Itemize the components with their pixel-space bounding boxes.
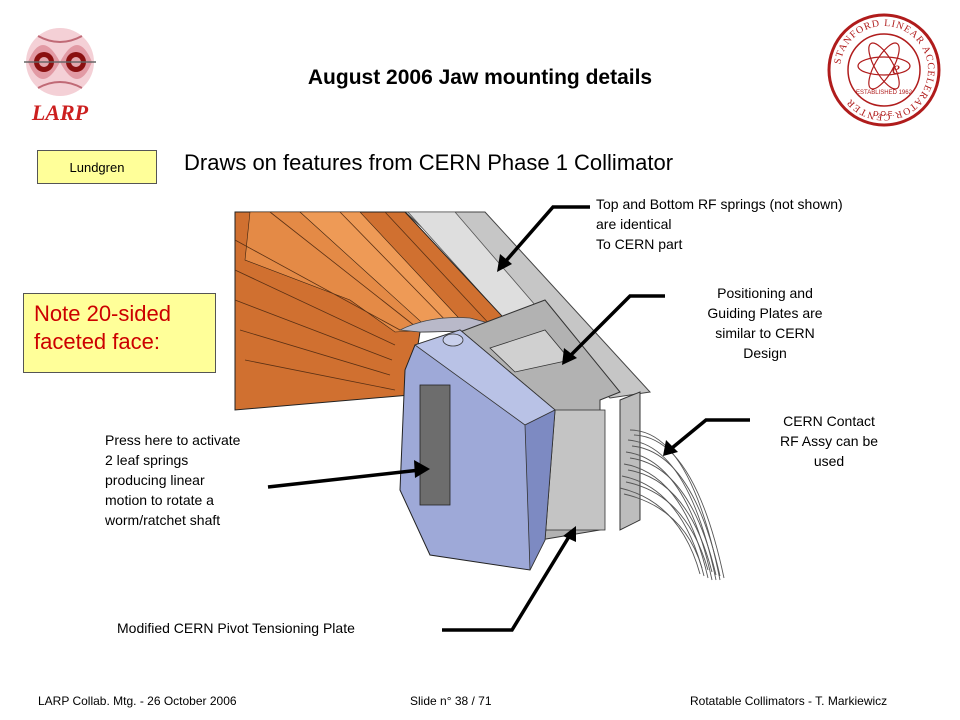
callout-contact-rf: CERN Contact RF Assy can be used [755,411,903,471]
callout-line: used [813,453,845,469]
callout-line: Top and Bottom RF springs (not shown) [596,196,843,212]
callout-line: worm/ratchet shaft [105,512,221,528]
arrow-head-icon [663,440,678,456]
slac-seal-icon: STANFORD LINEAR ACCELERATOR CENTER e EST… [827,13,941,127]
callout-leader-lines [267,205,750,632]
rf-contact-fingers [619,429,725,581]
note-box: Note 20-sided faceted face: [23,293,216,373]
arrow-head-icon [414,460,430,478]
callout-guide-plates: Positioning and Guiding Plates are simil… [680,283,850,363]
callout-line: Positioning and [717,285,813,301]
svg-text:ESTABLISHED 1962: ESTABLISHED 1962 [856,90,913,96]
svg-text:e: e [892,58,900,78]
note-line-2: faceted face: [34,329,160,354]
footer-author: Rotatable Collimators - T. Markiewicz [690,694,888,708]
footer-slide-number: Slide n° 38 / 71 [410,694,492,708]
slide-subtitle: Draws on features from CERN Phase 1 Coll… [184,150,674,175]
callout-line: motion to rotate a [105,492,214,508]
larp-emblem-icon [24,28,96,96]
arrow-head-icon [563,526,576,542]
larp-logo-text: LARP [31,100,89,125]
callout-line: 2 leaf springs [105,452,189,468]
callout-rf-springs: Top and Bottom RF springs (not shown) ar… [596,194,946,254]
svg-text:D.O.E.: D.O.E. [873,111,894,118]
callout-line: CERN Contact [783,413,875,429]
note-line-1: Note 20-sided [34,301,171,326]
slide-title: August 2006 Jaw mounting details [307,66,653,89]
callout-line: RF Assy can be [779,433,879,449]
footer-meeting: LARP Collab. Mtg. - 26 October 2006 [38,694,237,708]
callout-line: Guiding Plates are [707,305,823,321]
callout-line: To CERN part [596,236,683,252]
callout-line: similar to CERN [715,325,815,341]
slac-seal: STANFORD LINEAR ACCELERATOR CENTER e EST… [826,12,942,133]
author-badge: Lundgren [37,150,157,184]
arrow-head-icon [562,348,577,365]
callout-line: Press here to activate [105,432,241,448]
callout-line: are identical [596,216,672,232]
callout-line: Design [743,345,787,361]
callout-line: producing linear [105,472,205,488]
callout-leaf-springs: Press here to activate 2 leaf springs pr… [105,430,305,530]
callout-pivot-plate: Modified CERN Pivot Tensioning Plate [117,620,355,636]
larp-logo: LARP [18,18,102,131]
arrow-head-icon [497,254,512,272]
